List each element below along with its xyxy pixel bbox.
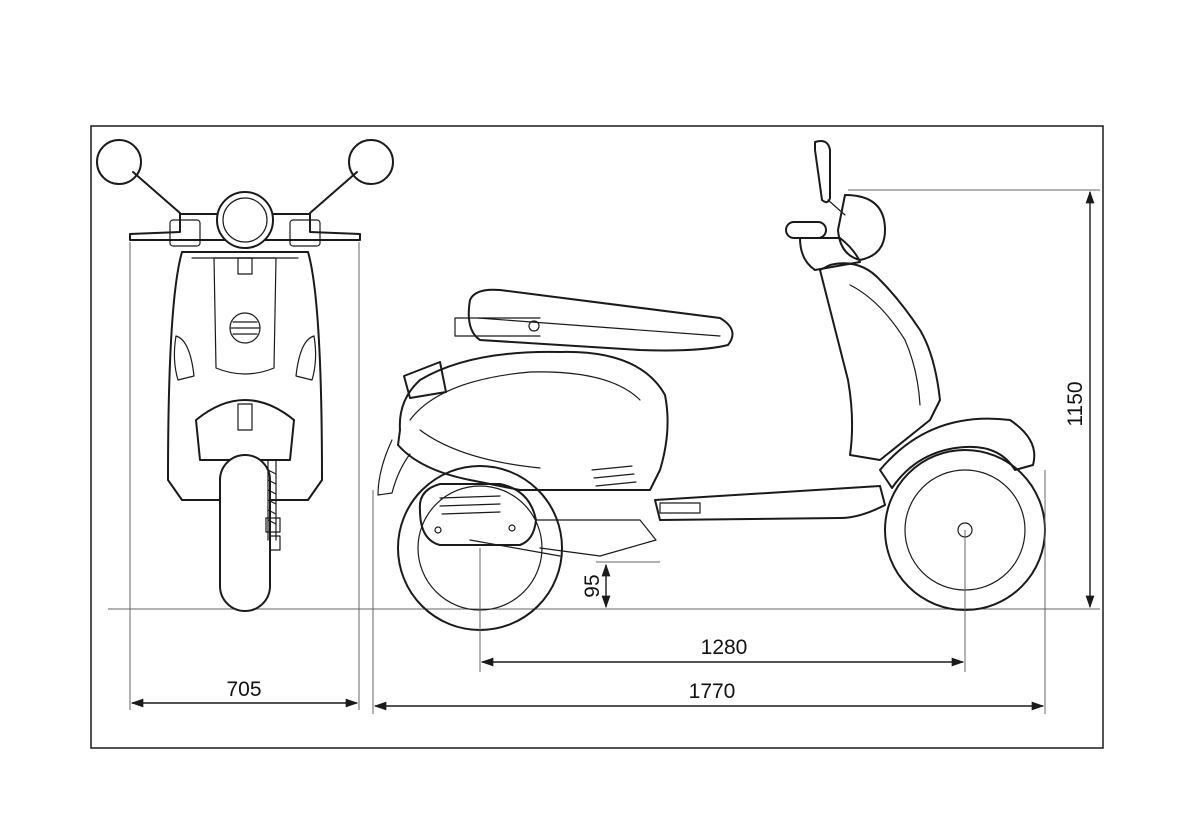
dim-width-label: 705 [226, 678, 261, 701]
side-view [378, 141, 1045, 630]
dim-length-label: 1770 [689, 680, 736, 703]
dim-height-label: 1150 [1064, 381, 1087, 426]
dim-wheelbase-label: 1280 [701, 636, 748, 659]
dim-clearance-label: 95 [581, 574, 604, 597]
front-view [97, 140, 393, 611]
